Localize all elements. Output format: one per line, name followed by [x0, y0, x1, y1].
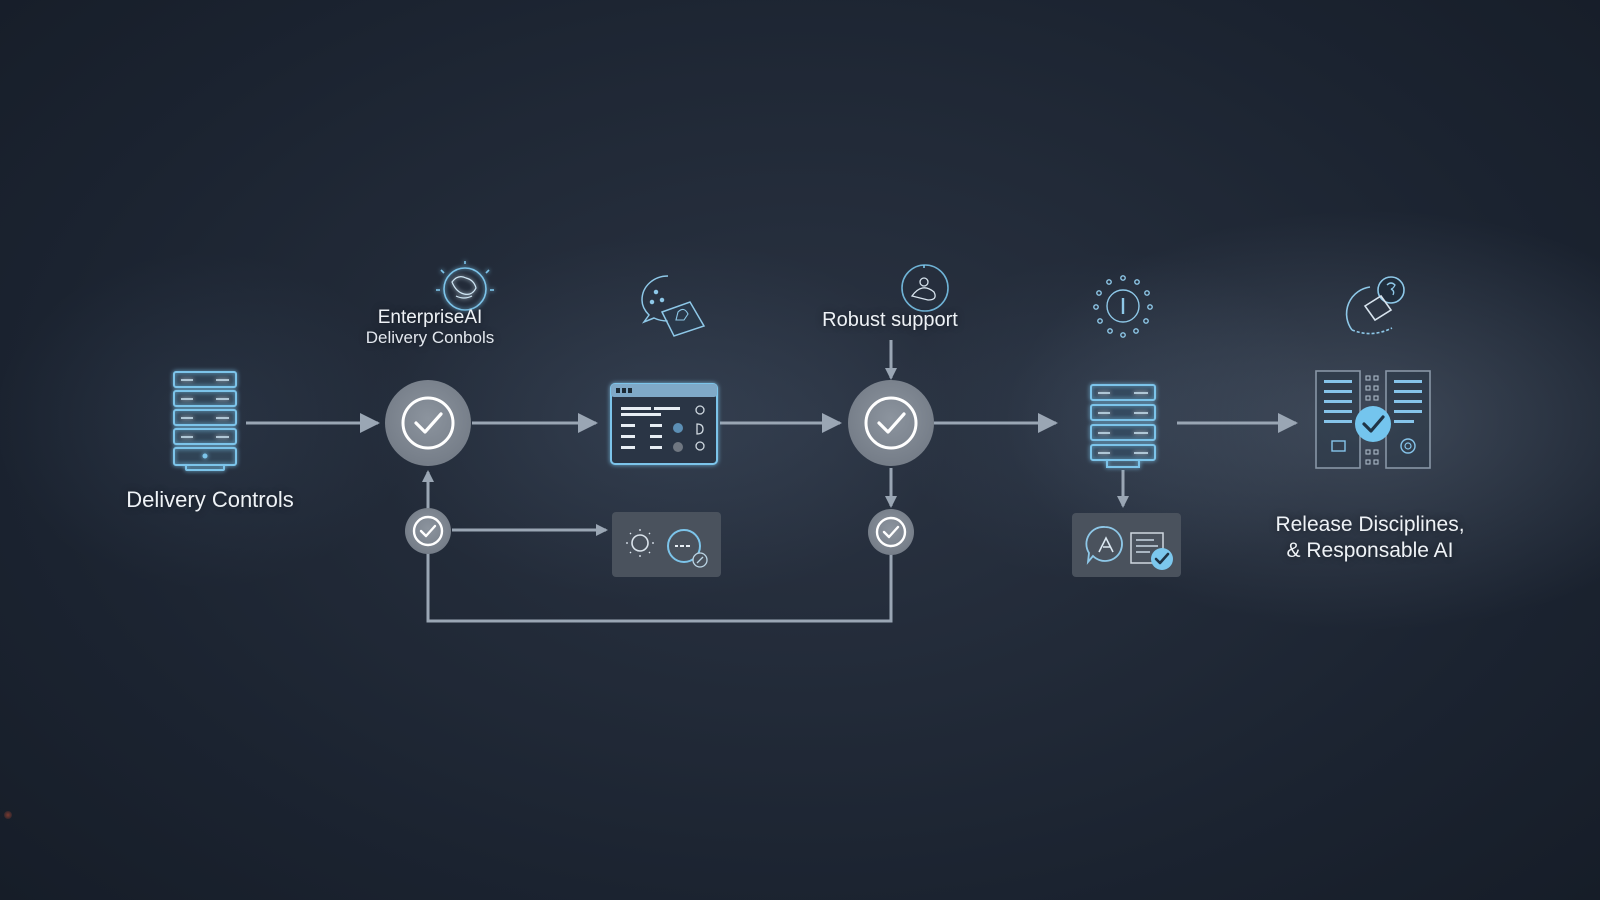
enterprise-ai-label: EnterpriseAI Delivery Conbols	[340, 308, 520, 348]
delivery-controls-label: Delivery Controls	[126, 487, 294, 512]
server-rack-icon	[173, 371, 237, 471]
release-label: Release Disciplines, & Responsable AI	[1230, 512, 1510, 564]
robust-support-label: Robust support	[822, 309, 958, 331]
server-stack-icon[interactable]	[1090, 384, 1156, 468]
ai-review-panel[interactable]	[1072, 513, 1181, 577]
dashboard-window-icon[interactable]	[610, 383, 718, 465]
dual-document-check-icon[interactable]	[1315, 370, 1431, 469]
chat-edit-icon	[667, 529, 708, 568]
feedback-loop-line	[426, 553, 893, 623]
release-label-line1: Release Disciplines,	[1275, 513, 1465, 536]
enterprise-ai-label-line1: EnterpriseAI	[377, 307, 483, 328]
ai-chat-icon	[1085, 526, 1123, 565]
sub-check-right-node[interactable]	[868, 509, 914, 555]
document-check-icon	[1130, 532, 1173, 570]
globe-network-icon	[436, 261, 494, 311]
enterprise-ai-label-line2: Delivery Conbols	[365, 328, 495, 347]
robust-support-check-node[interactable]	[848, 380, 934, 466]
release-label-line2: & Responsable AI	[1286, 539, 1454, 562]
settings-panel[interactable]	[612, 512, 721, 577]
chat-bubbles-icon	[641, 275, 706, 337]
artifact-dot	[4, 811, 12, 819]
info-radiant-icon	[1093, 275, 1153, 338]
connector-lines	[246, 340, 1298, 623]
sub-check-left-node[interactable]	[405, 508, 451, 554]
enterprise-ai-check-node[interactable]	[385, 380, 471, 466]
shield-lock-cycle-icon	[1345, 276, 1405, 335]
support-agent-icon	[901, 264, 949, 312]
gear-icon	[626, 529, 654, 557]
